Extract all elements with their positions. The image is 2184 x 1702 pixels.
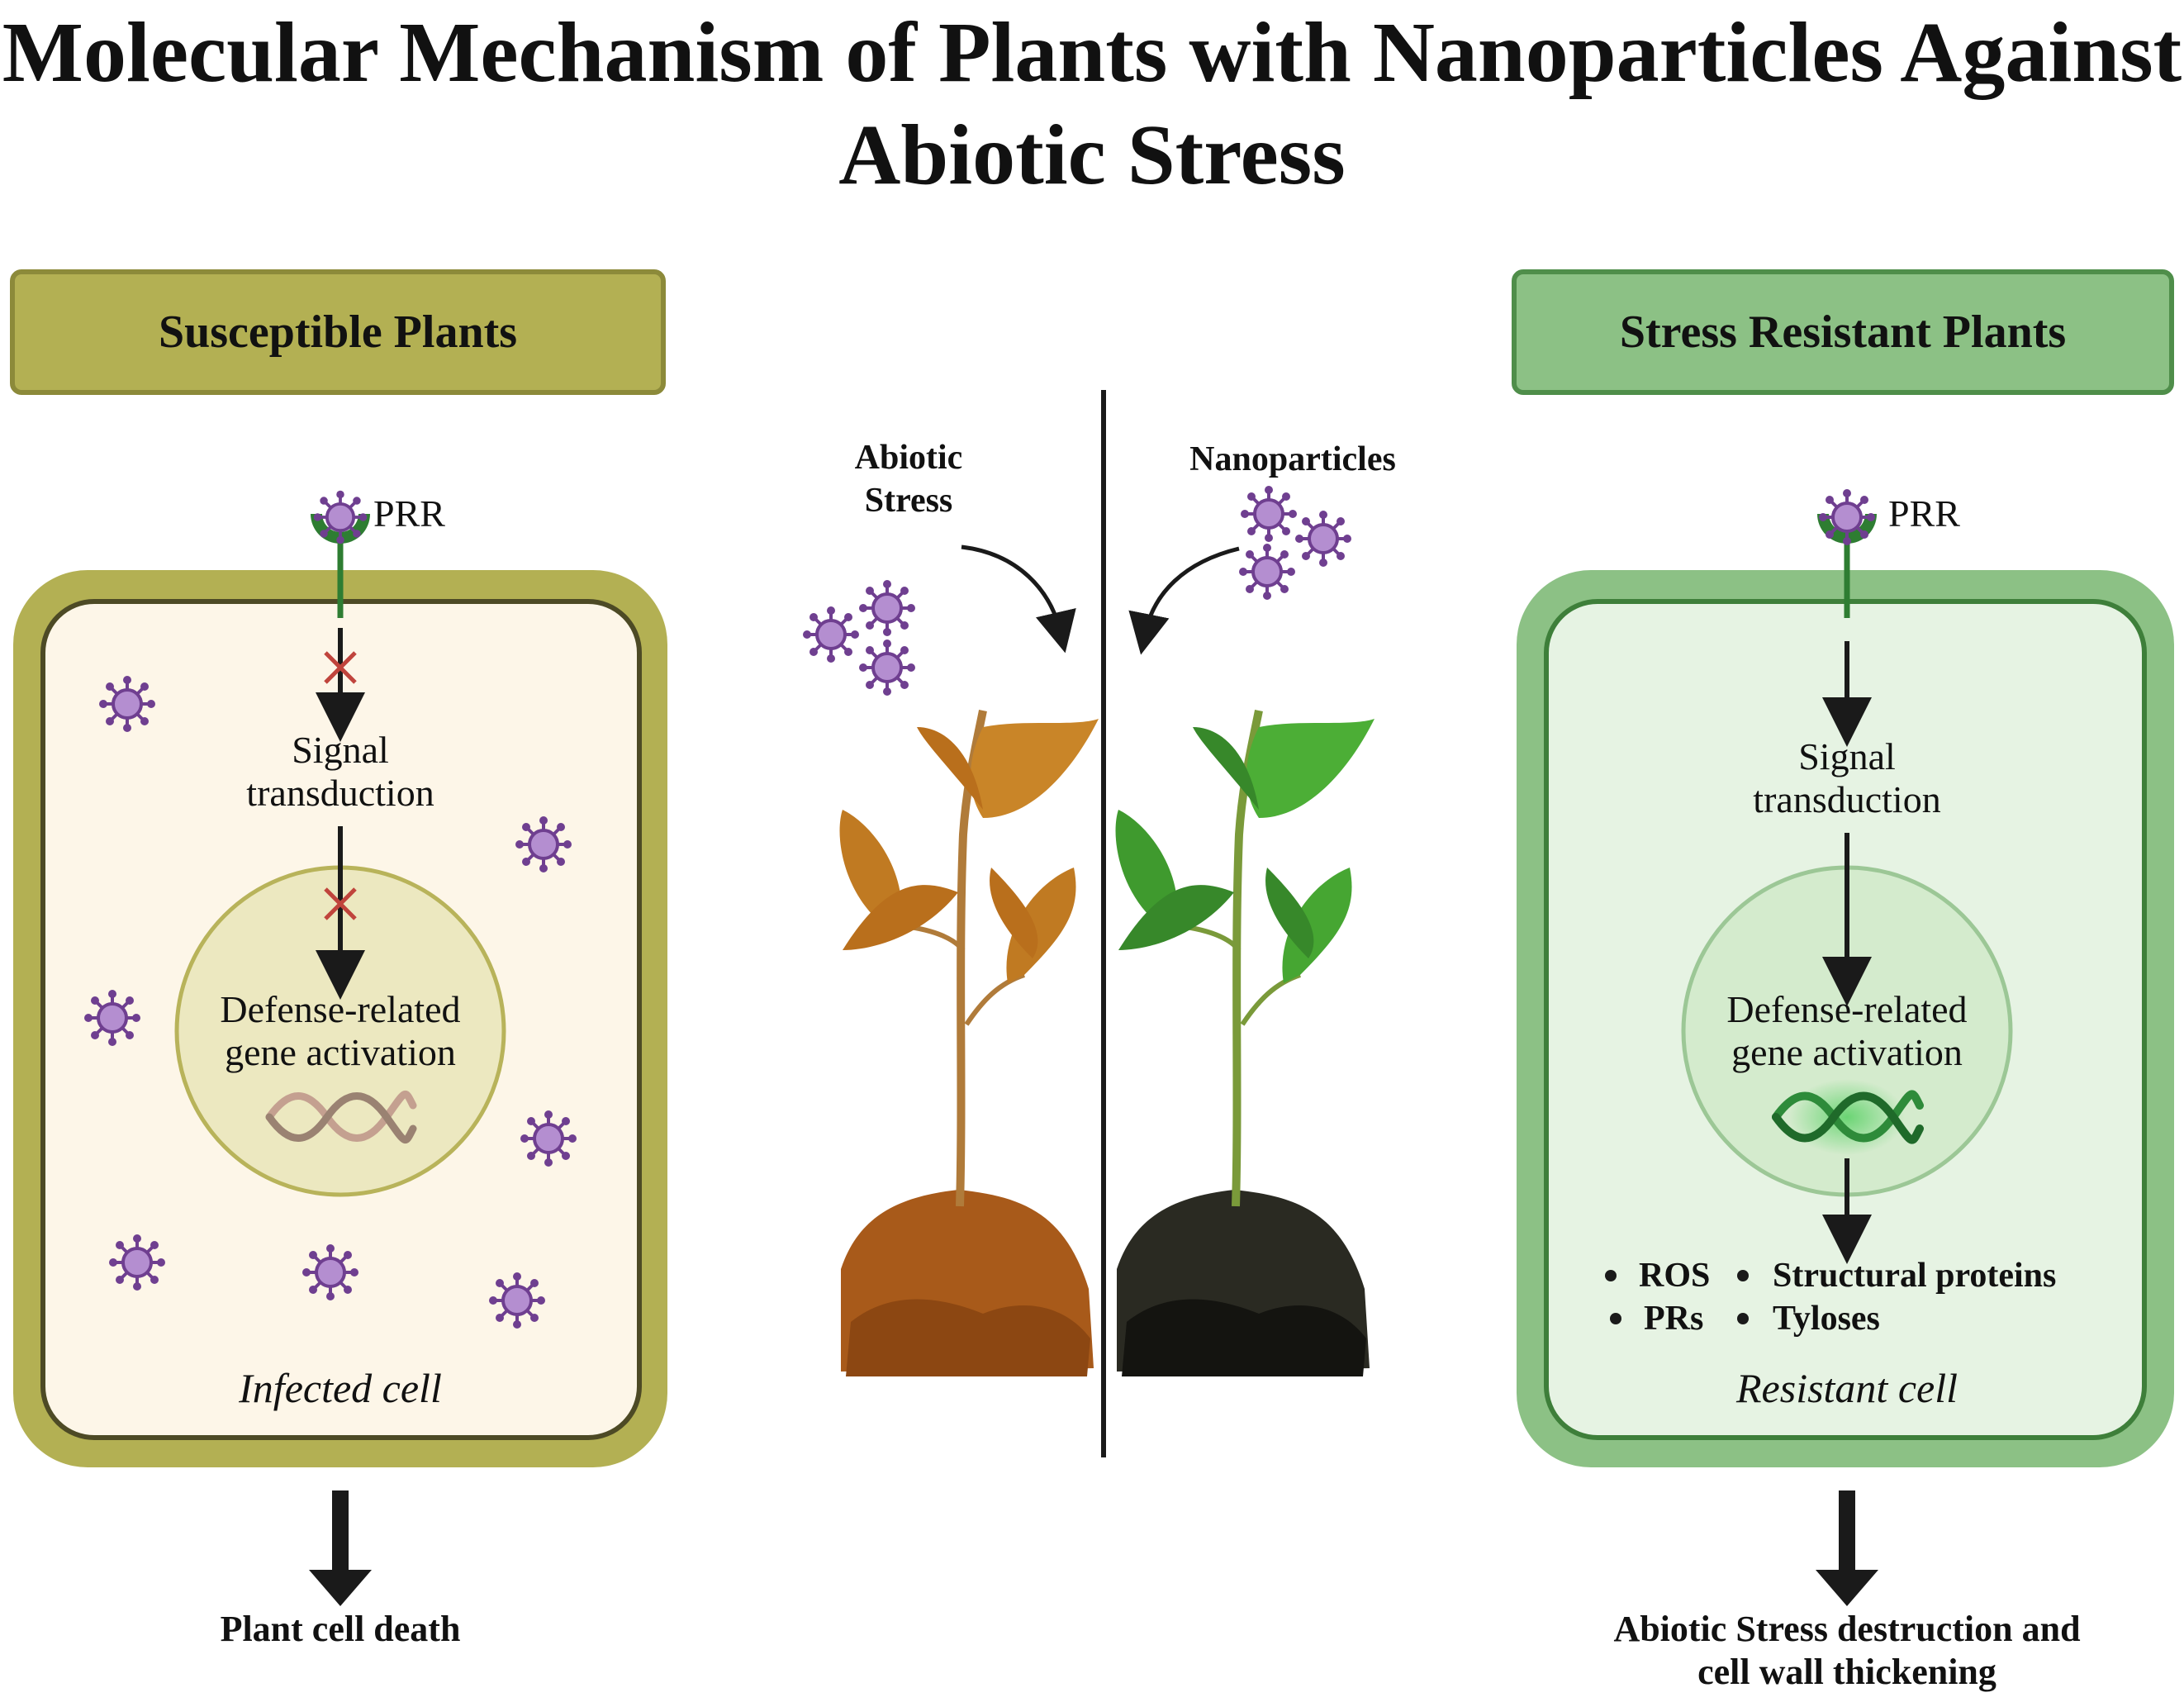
- susceptible-plants-header: Susceptible Plants: [10, 269, 666, 395]
- block-mark-2: [324, 887, 357, 920]
- resistant-plants-header: Stress Resistant Plants: [1512, 269, 2174, 395]
- left-gene-line-1: Defense-related: [220, 988, 461, 1030]
- page-title: Molecular Mechanism of Plants with Nanop…: [0, 2, 2184, 207]
- left-signal-label: Signal transduction: [175, 729, 506, 815]
- right-signal-line-1: Signal: [1798, 735, 1896, 777]
- nanoparticles-label: Nanoparticles: [1189, 440, 1396, 478]
- abiotic-stress-line-2: Stress: [864, 482, 953, 520]
- right-prr-receptor: [1817, 487, 1877, 618]
- left-signal-line-1: Signal: [292, 729, 389, 771]
- left-outcome-label: Plant cell death: [220, 1609, 461, 1649]
- bullet-prs: PRs: [1644, 1300, 1704, 1338]
- healthy-plant: [1115, 710, 1374, 1376]
- right-outcome-line-1: Abiotic Stress destruction and: [1613, 1609, 2081, 1649]
- right-gene-line-1: Defense-related: [1726, 988, 1968, 1030]
- right-outcome-line-2: cell wall thickening: [1697, 1652, 1996, 1692]
- left-gene-label: Defense-related gene activation: [175, 988, 506, 1074]
- bullet-structural-proteins: Structural proteins: [1773, 1257, 2057, 1295]
- stress-arrow: [961, 544, 1076, 654]
- right-dna: [1772, 1079, 1924, 1155]
- left-prr-receptor: [311, 488, 370, 618]
- abiotic-stress-line-1: Abiotic: [854, 439, 963, 477]
- resistant-cell: [1517, 570, 2174, 1467]
- right-gene-label: Defense-related gene activation: [1682, 988, 2012, 1074]
- left-signal-line-2: transduction: [246, 772, 434, 814]
- resistant-cell-label: Resistant cell: [1736, 1365, 1958, 1411]
- title-line-2: Abiotic Stress: [838, 107, 1346, 202]
- right-signal-label: Signal transduction: [1682, 735, 2012, 821]
- left-gene-line-2: gene activation: [225, 1031, 456, 1073]
- nano-arrow: [1128, 546, 1240, 655]
- right-signal-line-2: transduction: [1753, 778, 1941, 820]
- block-mark-1: [324, 651, 357, 684]
- right-prr-label: PRR: [1888, 492, 1960, 535]
- left-prr-label: PRR: [373, 492, 445, 535]
- left-dna: [265, 1090, 417, 1144]
- stressed-plant: [839, 710, 1099, 1376]
- title-line-1: Molecular Mechanism of Plants with Nanop…: [2, 5, 2182, 100]
- bullet-ros: ROS: [1639, 1257, 1711, 1295]
- abiotic-stress-particles: [801, 578, 917, 697]
- infected-cell-label: Infected cell: [239, 1365, 442, 1411]
- abiotic-stress-label: Abiotic Stress: [826, 436, 991, 522]
- nanoparticle-particles: [1237, 484, 1353, 601]
- bullet-tyloses: Tyloses: [1773, 1300, 1880, 1338]
- infected-cell: [13, 570, 667, 1467]
- bullet-dots: [1605, 1270, 1749, 1324]
- right-gene-line-2: gene activation: [1731, 1031, 1963, 1073]
- right-outcome-label: Abiotic Stress destruction and cell wall…: [1569, 1608, 2125, 1694]
